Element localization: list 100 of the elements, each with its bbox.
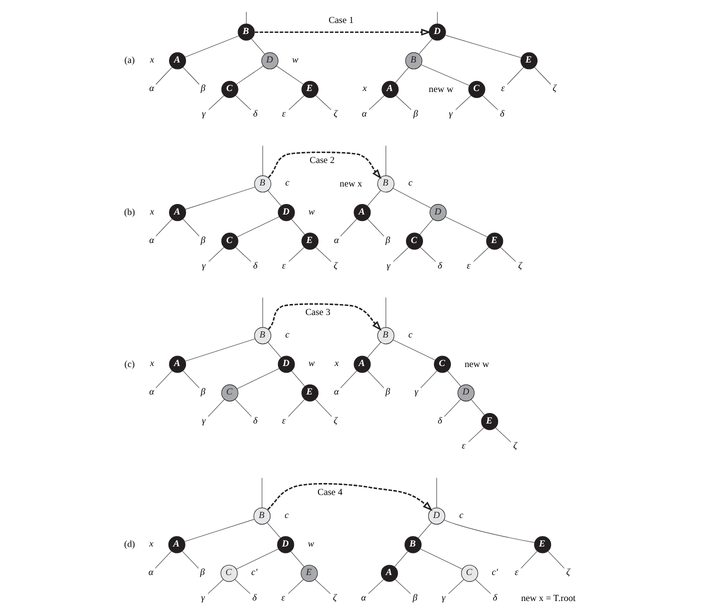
arrow (268, 152, 382, 180)
connector (475, 579, 491, 594)
node-text: β (200, 388, 206, 398)
node-label: c (285, 330, 290, 340)
node-text: ε (281, 593, 286, 604)
connector (419, 219, 434, 235)
connector (444, 34, 522, 58)
node-circle: A (382, 80, 399, 98)
node-text: β (412, 593, 418, 604)
connector (482, 95, 498, 110)
node-text: ζ (552, 84, 556, 94)
connector (418, 38, 432, 55)
label: (c) (124, 360, 135, 370)
node-circle: E (301, 384, 318, 402)
node-circle: C (220, 564, 238, 582)
node-text: δ (438, 416, 442, 426)
label: new x = T.root (521, 594, 576, 604)
connector (288, 246, 305, 262)
node-text: ζ (518, 261, 522, 272)
node-text: α (149, 388, 154, 398)
node-label: w (308, 539, 314, 550)
node-circle: B (254, 175, 272, 192)
node-text: ζ (334, 261, 338, 272)
connector (262, 297, 264, 328)
label: (b) (124, 208, 136, 218)
connector (290, 551, 304, 568)
connector (455, 95, 472, 110)
connector (314, 579, 331, 594)
connector (447, 370, 462, 387)
node-text: β (413, 110, 418, 120)
node-circle: D (428, 24, 446, 41)
node-circle: A (169, 356, 186, 373)
connector (420, 246, 436, 262)
node-text: ζ (513, 442, 518, 452)
connector (315, 399, 332, 417)
node-circle: C (406, 232, 424, 250)
node-circle: B (377, 175, 394, 192)
node-label: c (285, 178, 290, 189)
connector (444, 399, 461, 417)
node-circle: C (221, 80, 238, 98)
connector (367, 218, 384, 236)
node-text: β (386, 388, 390, 398)
node-circle: A (169, 52, 186, 70)
node-text: γ (414, 388, 418, 398)
connector (236, 368, 280, 390)
node-circle: E (520, 52, 538, 70)
connector (236, 548, 279, 570)
label: (d) (124, 540, 136, 550)
node-circle: E (534, 536, 552, 554)
connector (268, 342, 282, 358)
arrow (267, 483, 433, 512)
node-circle: B (238, 24, 255, 41)
node-label: w (292, 56, 298, 66)
node-circle: B (377, 327, 394, 344)
node-label: x (150, 359, 154, 370)
node-text: ε (282, 110, 286, 120)
node-circle: D (430, 204, 447, 222)
connector (182, 218, 200, 236)
node-label: x (334, 359, 339, 370)
connector (444, 520, 535, 543)
arrow (254, 28, 432, 36)
connector (235, 95, 252, 110)
connector (392, 188, 432, 208)
connector (468, 427, 484, 442)
node-text: δ (438, 261, 442, 272)
connector (315, 95, 332, 110)
connector (520, 550, 538, 569)
node-label: x (150, 56, 154, 66)
node-text: γ (202, 416, 206, 426)
node-label: c (408, 178, 413, 189)
node-text: α (362, 110, 367, 120)
connector (394, 551, 408, 568)
connector (288, 95, 305, 110)
node-label: c′ (251, 568, 258, 578)
connector (236, 66, 264, 85)
connector (396, 95, 412, 110)
node-label: x (149, 539, 154, 550)
node-circle: D (278, 356, 295, 373)
node-circle: C (461, 564, 478, 582)
connector (368, 95, 385, 110)
node-text: γ (442, 593, 446, 604)
connector (234, 579, 250, 594)
node-label: c′ (492, 568, 498, 578)
connector (182, 550, 199, 569)
connector (208, 95, 224, 110)
node-text: δ (492, 593, 498, 604)
node-text: γ (386, 261, 390, 272)
node-text: β (200, 236, 206, 246)
connector (473, 246, 490, 262)
connector (262, 145, 264, 176)
node-text: ζ (566, 568, 570, 578)
node-circle: B (254, 327, 272, 344)
node-text: ε (501, 84, 505, 94)
connector (367, 370, 384, 388)
node-text: γ (448, 110, 453, 120)
node-text: α (361, 593, 366, 604)
connector (266, 522, 281, 538)
connector (340, 218, 358, 236)
node-circle: D (261, 52, 278, 70)
node-text: ε (514, 568, 518, 578)
